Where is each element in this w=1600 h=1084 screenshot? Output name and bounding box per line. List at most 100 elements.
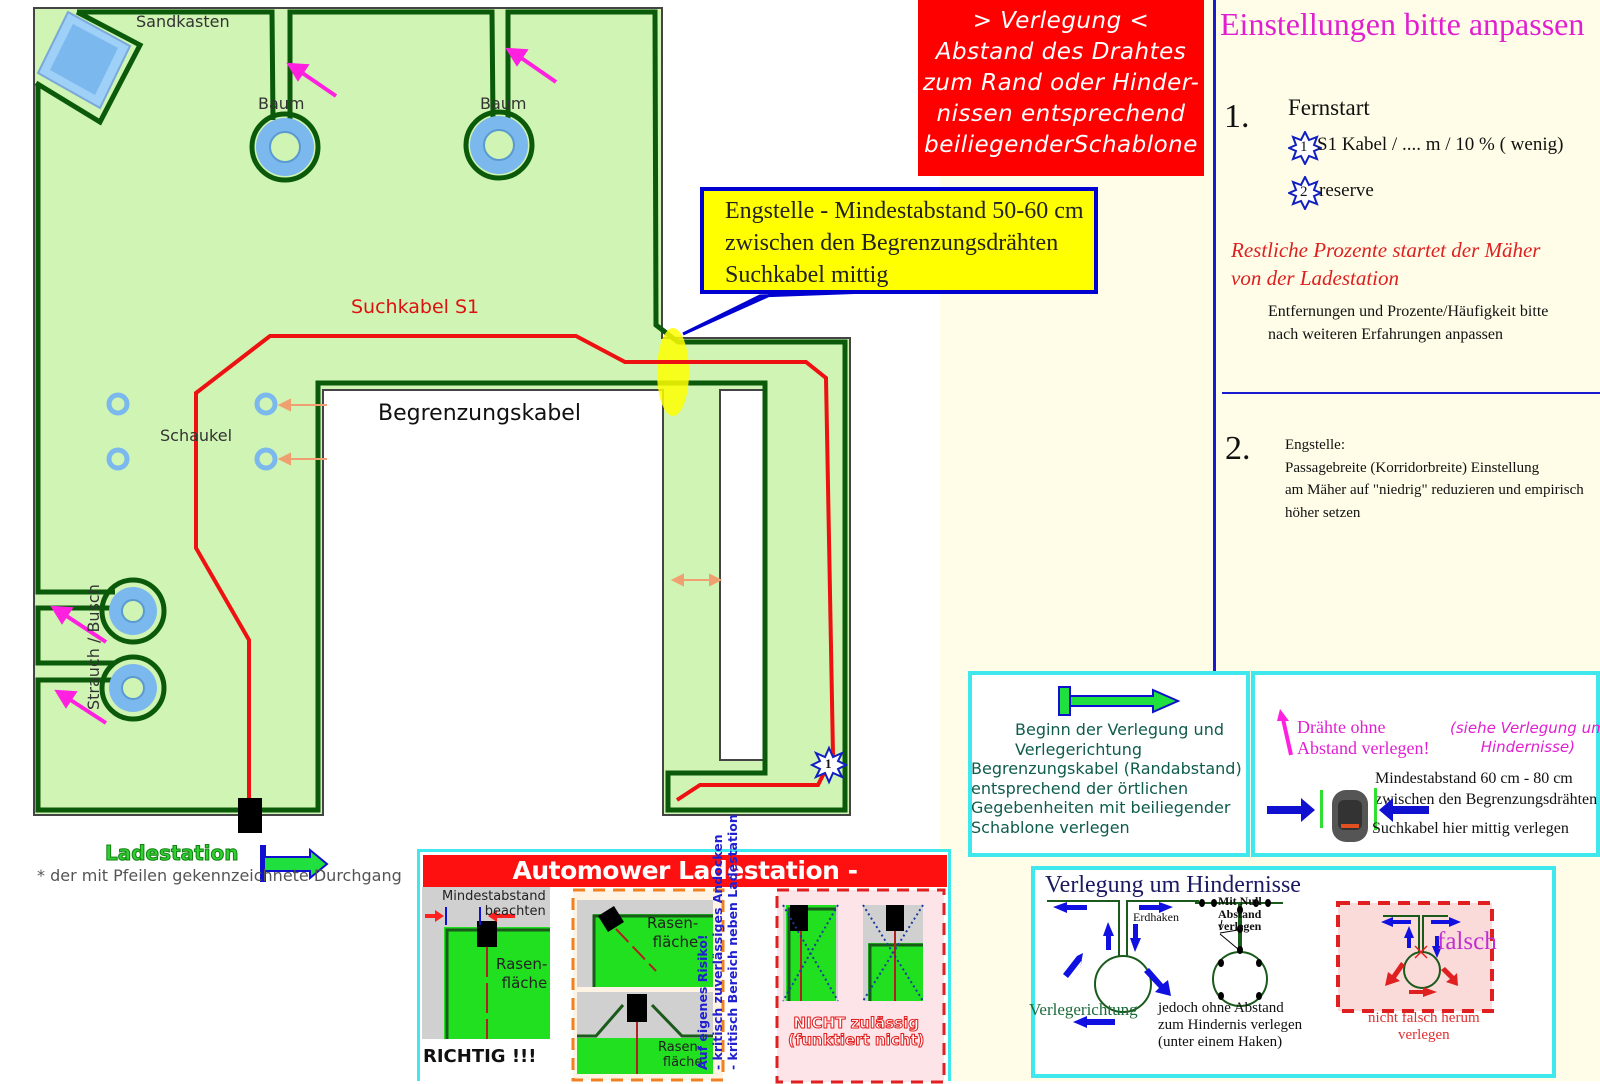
zero-distance-line: Abstand xyxy=(1218,906,1262,921)
zero-distance-caption: jedoch ohne Abstand zum Hindernis verleg… xyxy=(1158,1000,1302,1051)
tree-obstacle-2 xyxy=(463,109,535,181)
lawn-line: fläche xyxy=(662,1055,703,1070)
routing-direction-caption: Verlegerichtung xyxy=(1029,1000,1138,1019)
flowerbed-obstacle xyxy=(719,389,766,761)
obstacle-routing-info: Verlegung um Hindernisse xyxy=(1029,866,1556,1078)
bush-label: Strauch / Busch xyxy=(84,584,103,710)
note-line: Entfernungen und Prozente/Häufigkeit bit… xyxy=(1268,303,1549,320)
title-line: zum Rand oder Hinder- xyxy=(922,70,1200,96)
callout-line: Engstelle - Mindestabstand 50-60 cm xyxy=(725,198,1084,224)
setting-item-s1: S1 Kabel / .... m / 10 % ( wenig) xyxy=(1317,134,1564,155)
charging-station-label: Ladestation xyxy=(104,841,239,866)
title-line: > Verlegung < xyxy=(972,8,1150,34)
see-also-line: Hindernisse) xyxy=(1480,738,1575,756)
lawn-line: fläche xyxy=(652,933,699,951)
callout-line: zwischen den Begrenzungsdrähten xyxy=(725,230,1059,256)
start-direction-icon xyxy=(1058,686,1181,716)
mower-corridor-icon xyxy=(1267,788,1429,842)
star-2-number: 2 xyxy=(1300,184,1308,200)
distance-line: Mindestabstand 60 cm - 80 cm xyxy=(1375,770,1573,787)
garden-map xyxy=(33,7,869,882)
obstacle-routing-diagrams xyxy=(1047,899,1494,1028)
zero-distance-line: verlegen xyxy=(1218,919,1262,933)
callout-line: Suchkabel mittig xyxy=(725,262,889,288)
begin-line: Schablone verlegen xyxy=(971,817,1130,837)
begin-line: Begrenzungskabel (Randabstand) xyxy=(971,759,1242,778)
adjust-note: Entfernungen und Prozente/Häufigkeit bit… xyxy=(1268,300,1548,346)
narrow-spot-highlight xyxy=(657,328,689,416)
boundary-wire-label: Begrenzungskabel xyxy=(378,401,581,426)
begin-line: Gegebenheiten mit beiliegender xyxy=(971,798,1231,817)
title-line: beiliegenderSchablone xyxy=(924,132,1198,158)
correct-label: RICHTIG !!! xyxy=(423,1046,537,1067)
passage-arrows xyxy=(50,47,558,725)
section-1-number: 1. xyxy=(1224,98,1250,135)
wrong-caption: nicht falsch herum verlegen xyxy=(1368,1010,1480,1044)
no-gap-warning: Drähte ohne Abstand verlegen! xyxy=(1297,717,1429,759)
title-line: Abstand des Drahtes xyxy=(935,39,1187,65)
caption-line: jedoch ohne Abstand xyxy=(1158,1000,1284,1016)
tree-2-label: Baum xyxy=(480,94,527,113)
invalid-position-diagram xyxy=(775,888,946,1084)
note-line: Restliche Prozente startet der Mäher xyxy=(1231,238,1541,262)
charging-station-positioning-panel: Automower Ladestation - Positionierung xyxy=(417,814,951,1084)
sandbox-icon xyxy=(36,10,132,110)
zero-distance-label: Mit Null Abstand verlegen xyxy=(1218,895,1262,933)
section-2-line: Engstelle: xyxy=(1285,437,1345,453)
wrong-caption-line: verlegen xyxy=(1398,1027,1450,1043)
charging-station-icon xyxy=(238,798,262,833)
not-allowed-label: NICHT zulässig (funktiert nicht) xyxy=(787,1014,924,1049)
tree-obstacle-1 xyxy=(249,111,321,183)
narrow-passage-callout: Engstelle - Mindestabstand 50-60 cm zwis… xyxy=(700,187,1098,294)
lawn-line: fläche xyxy=(501,974,548,992)
wrong-caption-line: nicht falsch herum xyxy=(1368,1010,1480,1026)
wire-spacing-info: Drähte ohne Abstand verlegen! (siehe Ver… xyxy=(1251,671,1600,857)
begin-line: Verlegerichtung xyxy=(1015,739,1143,759)
section-1-heading: Fernstart xyxy=(1288,95,1370,120)
obstacle-routing-title: Verlegung um Hindernisse xyxy=(1045,872,1301,898)
note-line: von der Ladestation xyxy=(1231,266,1399,290)
section-2-line: höher setzen xyxy=(1285,504,1361,521)
tree-1-label: Baum xyxy=(258,94,305,113)
pink-arrow-icon xyxy=(1277,709,1293,756)
warning-line: Drähte ohne xyxy=(1297,717,1386,737)
star-marker-1 xyxy=(809,745,849,785)
begin-line: entsprechend der örtlichen xyxy=(971,778,1189,798)
lawn-line: Rasen- xyxy=(647,914,699,932)
star-1-icon xyxy=(1288,131,1322,165)
correct-routing-diagram xyxy=(1047,900,1199,1028)
min-distance-line: beachten xyxy=(484,904,546,919)
caption-line: zum Hindernis verlegen xyxy=(1158,1017,1303,1033)
installation-start-info: Beginn der Verlegung und Verlegerichtung… xyxy=(968,671,1250,857)
bush-obstacle-1 xyxy=(99,577,167,645)
not-allowed-line: NICHT zulässig xyxy=(793,1014,920,1032)
section-2-number: 2. xyxy=(1225,430,1251,467)
min-distance-note: Mindestabstand beachten xyxy=(442,864,546,919)
section-2-line: am Mäher auf "niedrig" reduzieren und em… xyxy=(1285,482,1584,498)
star-2-icon xyxy=(1288,176,1322,210)
title-line: nissen entsprechend xyxy=(936,101,1186,127)
see-also-note: (siehe Verlegung um Hindernisse) xyxy=(1450,719,1600,757)
setting-item-reserve: reserve xyxy=(1319,180,1374,201)
lawn-area xyxy=(33,7,851,816)
section-2-text: Engstelle: Passagebreite (Korridorbreite… xyxy=(1285,434,1584,524)
risk-line: - kritisch Bereich neben Ladestation xyxy=(725,814,740,1070)
zero-distance-diagram xyxy=(1195,899,1283,1007)
remaining-percent-note: Restliche Prozente startet der Mäher von… xyxy=(1231,236,1540,292)
sandbox-wire xyxy=(34,9,144,126)
zero-distance-line: Mit Null xyxy=(1218,894,1262,908)
risk-line: - kritisch zuverlässiges Andocken xyxy=(710,834,725,1070)
installation-title-box: > Verlegung < Abstand des Drahtes zum Ra… xyxy=(918,0,1204,176)
caption-line: (unter einem Haken) xyxy=(1158,1034,1283,1050)
start-direction-arrow xyxy=(260,845,329,882)
boundary-wire xyxy=(34,9,848,813)
min-distance-text: Mindestabstand 60 cm - 80 cm zwischen de… xyxy=(1375,768,1597,810)
guide-wire-center-note: Suchkabel hier mittig verlegen xyxy=(1372,820,1569,837)
wrong-label: falsch xyxy=(1437,928,1497,955)
lawn-line: Rasen- xyxy=(496,955,548,973)
risky-position-diagram xyxy=(571,888,725,1082)
begin-line: Beginn der Verlegung und xyxy=(1015,720,1224,739)
star-1-number: 1 xyxy=(1300,139,1308,155)
risk-note: Auf eigenes Risiko! - kritisch zuverläss… xyxy=(695,814,740,1070)
lawn-line: Rasen- xyxy=(658,1040,703,1055)
